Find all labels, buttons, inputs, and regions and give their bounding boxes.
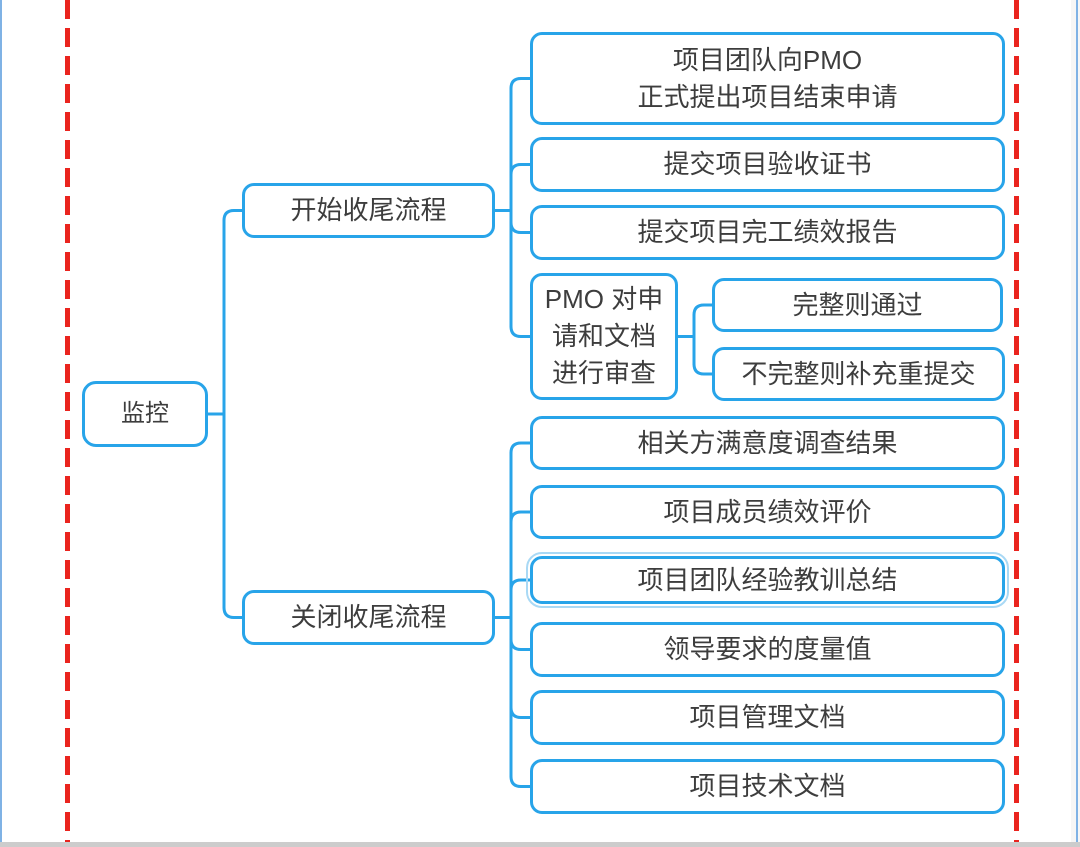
mindmap-node-d3[interactable]: 项目团队经验教训总结 (526, 552, 1009, 608)
mindmap-node-root[interactable]: 监控 (82, 381, 208, 447)
page-boundary-guide-left (65, 0, 70, 847)
right-scroll-strip (1071, 0, 1080, 847)
mindmap-node-b1[interactable]: 开始收尾流程 (242, 183, 495, 238)
mindmap-node-c4a[interactable]: 完整则通过 (712, 278, 1003, 332)
mindmap-node-c1[interactable]: 项目团队向PMO 正式提出项目结束申请 (530, 32, 1005, 125)
window-edge-left (0, 0, 2, 847)
mindmap-node-c3[interactable]: 提交项目完工绩效报告 (530, 205, 1005, 260)
mindmap-node-c4b[interactable]: 不完整则补充重提交 (712, 347, 1005, 401)
bottom-scroll-strip (0, 842, 1080, 847)
mindmap-node-d1[interactable]: 相关方满意度调查结果 (530, 416, 1005, 470)
page-boundary-guide-right (1014, 0, 1019, 847)
mindmap-node-d2[interactable]: 项目成员绩效评价 (530, 485, 1005, 539)
mindmap-node-d5[interactable]: 项目管理文档 (530, 690, 1005, 745)
mindmap-node-d6[interactable]: 项目技术文档 (530, 759, 1005, 814)
mindmap-node-d4[interactable]: 领导要求的度量值 (530, 622, 1005, 677)
mindmap-node-c2[interactable]: 提交项目验收证书 (530, 137, 1005, 192)
mindmap-node-c4[interactable]: PMO 对申 请和文档 进行审查 (530, 273, 678, 400)
window-edge-right (1076, 0, 1078, 847)
mindmap-node-b2[interactable]: 关闭收尾流程 (242, 590, 495, 645)
